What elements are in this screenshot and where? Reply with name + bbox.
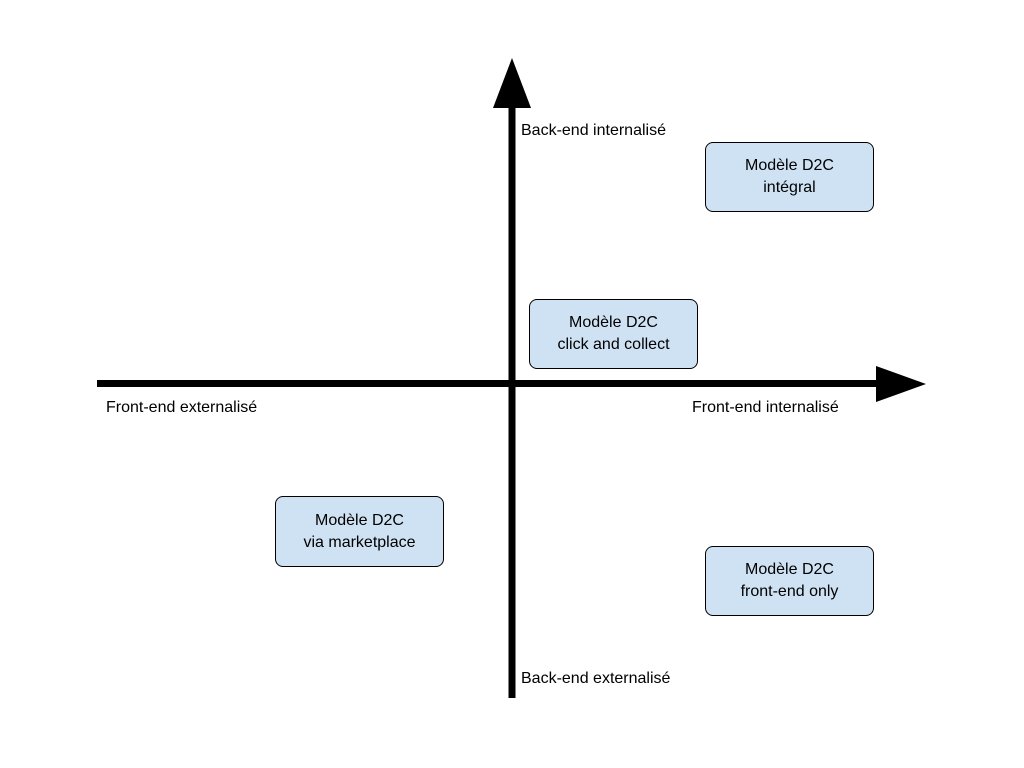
box-d2c-click-and-collect-line1: Modèle D2C: [569, 314, 658, 331]
box-d2c-front-end-only: Modèle D2C front-end only: [705, 546, 874, 616]
box-d2c-integral-line1: Modèle D2C: [745, 157, 834, 174]
box-d2c-front-end-only-line1: Modèle D2C: [745, 561, 834, 578]
x-axis-left-label: Front-end externalisé: [106, 399, 258, 416]
box-d2c-click-and-collect: Modèle D2C click and collect: [529, 299, 698, 369]
box-d2c-integral-line2: intégral: [763, 179, 816, 196]
box-d2c-front-end-only-line2: front-end only: [740, 583, 839, 600]
y-axis-bottom-label: Back-end externalisé: [521, 670, 671, 687]
x-axis-right-label: Front-end internalisé: [692, 399, 839, 416]
box-d2c-click-and-collect-line2: click and collect: [557, 336, 670, 353]
box-d2c-via-marketplace-line2: via marketplace: [303, 533, 416, 551]
y-axis-top-label: Back-end internalisé: [521, 122, 666, 139]
box-d2c-integral: Modèle D2C intégral: [705, 142, 874, 212]
vertical-axis-arrowhead: [493, 58, 531, 108]
box-d2c-via-marketplace: Modèle D2C via marketplace: [275, 496, 444, 567]
box-d2c-via-marketplace-line1: Modèle D2C: [315, 511, 404, 529]
horizontal-axis-arrowhead: [876, 366, 926, 402]
